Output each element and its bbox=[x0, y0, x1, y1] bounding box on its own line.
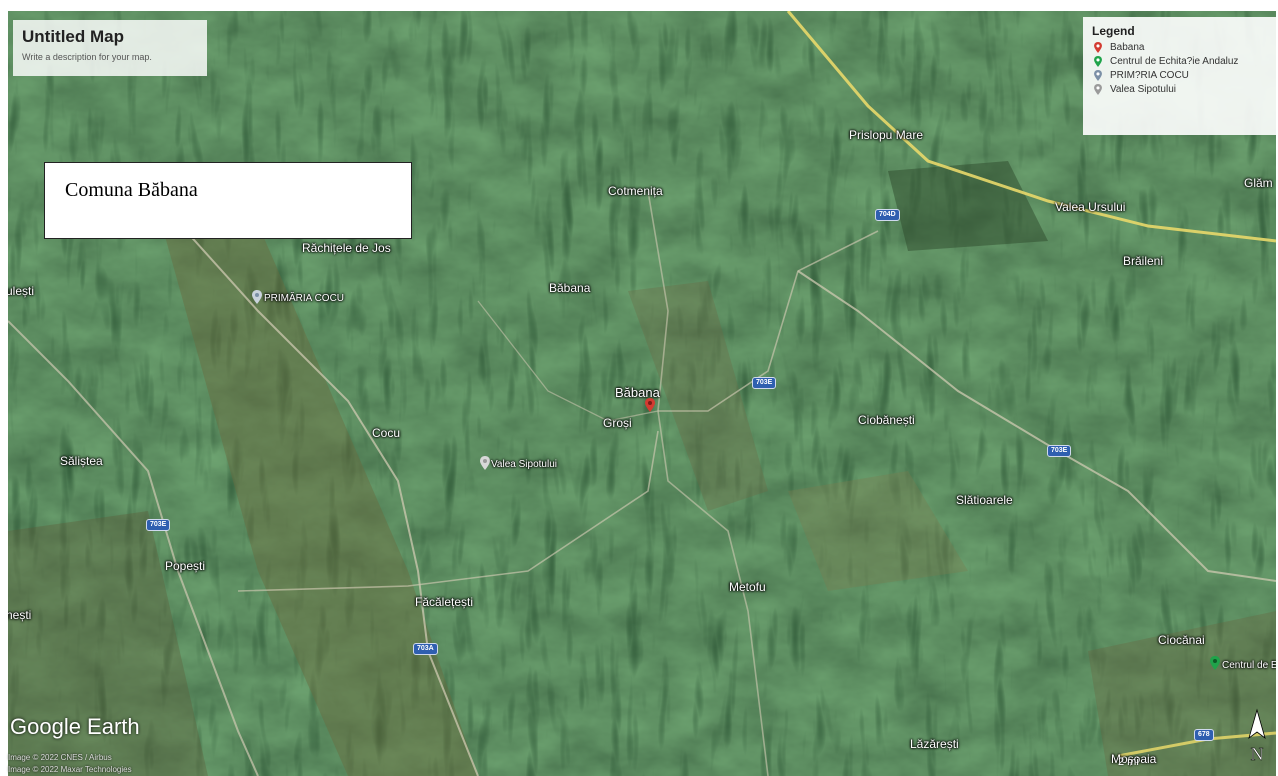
legend-title: Legend bbox=[1092, 24, 1135, 38]
legend-item-centrul[interactable]: Centrul de Echita?ie Andaluz bbox=[1092, 56, 1268, 67]
legend-item-label: Valea Sipotului bbox=[1110, 84, 1176, 95]
place-label-valea-ursului: Valea Ursului bbox=[1055, 200, 1126, 214]
place-label-babana-north: Băbana bbox=[549, 281, 591, 295]
credit-line: Image © 2022 Maxar Technologies bbox=[8, 765, 132, 774]
legend-item-babana[interactable]: Babana bbox=[1092, 42, 1268, 53]
legend-item-label: Centrul de Echita?ie Andaluz bbox=[1110, 56, 1239, 67]
place-label-ciobanesti: Ciobănești bbox=[858, 413, 915, 427]
place-label-cotmenita: Cotmenița bbox=[608, 184, 663, 198]
place-label-centrul-de: Centrul de E bbox=[1222, 660, 1276, 671]
place-label-slatioarele: Slătioarele bbox=[956, 493, 1013, 507]
place-label-popesti: Popești bbox=[165, 559, 206, 573]
map-title-card[interactable]: Untitled Map Write a description for you… bbox=[13, 20, 207, 76]
pin-icon bbox=[1094, 42, 1102, 53]
commune-label-box: Comuna Băbana bbox=[44, 162, 412, 239]
place-label-cocu: Cocu bbox=[372, 426, 401, 440]
legend-item-label: PRIM?RIA COCU bbox=[1110, 70, 1189, 81]
marker-pin-icon[interactable] bbox=[645, 398, 655, 412]
marker-pin-icon[interactable] bbox=[480, 456, 490, 470]
road-shield-703e: 703E bbox=[752, 377, 777, 389]
pin-icon bbox=[1094, 56, 1102, 67]
credit-line: Image © 2022 CNES / Airbus bbox=[8, 753, 112, 762]
satellite-map[interactable]: Prislopu Mare Glăm Cotmenița Valea Ursul… bbox=[8, 11, 1276, 776]
place-label-ciocanai: Ciocănai bbox=[1158, 633, 1205, 647]
place-label-mosoaia: Moșoaia bbox=[1111, 752, 1157, 766]
road-shield-703e: 703E bbox=[146, 519, 171, 531]
map-legend: Legend Babana Centrul de Echita?ie Andal… bbox=[1083, 17, 1277, 135]
place-label-facaletesti: Făcălețești bbox=[415, 595, 474, 609]
map-description: Write a description for your map. bbox=[22, 52, 152, 62]
map-title: Untitled Map bbox=[22, 27, 124, 46]
place-label-valea-sipotului: Valea Sipotului bbox=[491, 459, 557, 470]
satellite-imagery bbox=[8, 11, 1276, 776]
place-label-metofu: Metofu bbox=[729, 580, 766, 594]
imagery-credits: Image © 2022 CNES / Airbus Image © 2022 … bbox=[8, 752, 132, 776]
place-label-grosi: Groși bbox=[603, 416, 632, 430]
pin-icon bbox=[1094, 70, 1102, 81]
place-label-ulesti: ulești bbox=[8, 284, 35, 298]
place-label-prislopu-mare: Prislopu Mare bbox=[849, 128, 924, 142]
north-arrow-icon: N bbox=[1248, 708, 1266, 764]
road-shield-704d: 704D bbox=[875, 209, 900, 221]
marker-pin-icon[interactable] bbox=[1210, 656, 1220, 670]
place-label-rachitele-de-jos: Răchițele de Jos bbox=[302, 241, 391, 255]
road-shield-703e: 703E bbox=[1047, 445, 1072, 457]
place-label-salistea: Săliștea bbox=[60, 454, 103, 468]
marker-pin-icon[interactable] bbox=[252, 290, 262, 304]
legend-item-valea-sipotului[interactable]: Valea Sipotului bbox=[1092, 84, 1268, 95]
place-label-braileni: Brăileni bbox=[1123, 254, 1164, 268]
north-label: N bbox=[1251, 744, 1264, 764]
place-label-babana: Băbana bbox=[615, 385, 660, 400]
pin-icon bbox=[1094, 84, 1102, 95]
place-label-glam: Glăm bbox=[1244, 176, 1273, 190]
road-shield-703a: 703A bbox=[413, 643, 438, 655]
google-earth-logo: Google Earth bbox=[10, 714, 140, 739]
place-label-lazaresti: Lăzărești bbox=[910, 737, 959, 751]
road-shield-678: 678 bbox=[1194, 729, 1214, 741]
place-label-primaria-cocu: PRIMĂRIA COCU bbox=[264, 293, 345, 304]
legend-item-label: Babana bbox=[1110, 42, 1145, 53]
map-scale-label: 2 mi bbox=[1118, 756, 1139, 768]
place-label-nesti: nești bbox=[8, 608, 32, 622]
legend-item-primaria-cocu[interactable]: PRIM?RIA COCU bbox=[1092, 70, 1268, 81]
